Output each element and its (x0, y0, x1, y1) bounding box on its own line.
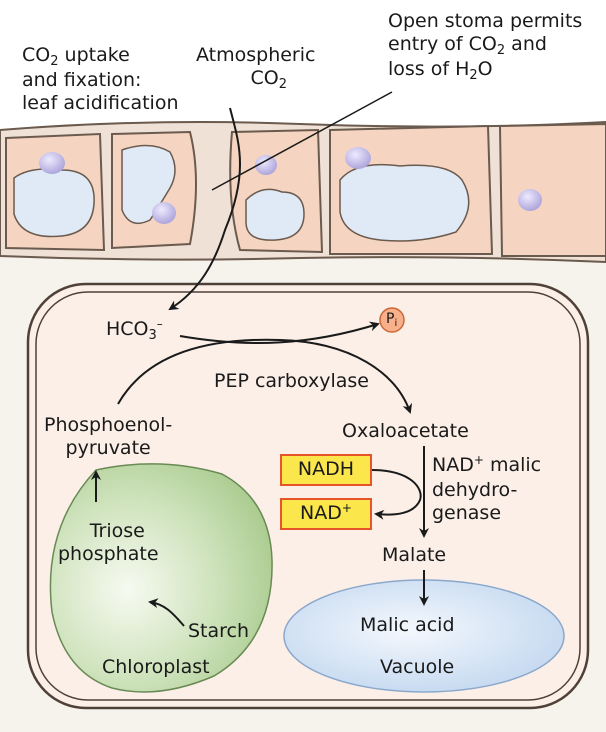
enzyme-line2: dehydro- (432, 479, 518, 501)
pep-carboxylase-arrow (117, 338, 413, 414)
nucleus (345, 147, 371, 169)
stoma-line2-rest: and (505, 33, 547, 55)
malic-acid-text: Malic acid (360, 614, 455, 636)
stoma-label: Open stoma permits entry of CO2 and loss… (388, 10, 582, 83)
pi-text: P (386, 311, 395, 327)
hco3-subscript: 3 (148, 328, 157, 343)
malic-acid-label: Malic acid (360, 614, 455, 637)
hco3-text: HCO (106, 318, 149, 340)
mesophyll-cell-inner (35, 291, 581, 701)
triose-phosphate-label: Triose phosphate (58, 520, 159, 566)
uptake-line2: and fixation: (22, 69, 142, 91)
atmospheric-text: Atmospheric (196, 44, 316, 66)
chloroplast-text: Chloroplast (102, 656, 210, 678)
epidermis-layer (0, 120, 606, 264)
atmospheric-label: Atmospheric CO2 (196, 44, 315, 92)
stoma-line3: loss of H (388, 58, 470, 80)
stoma-line2: entry of CO (388, 33, 497, 55)
atmospheric-co: CO (250, 67, 279, 89)
oxaloacetate-label: Oxaloacetate (342, 420, 469, 443)
atmospheric-co-subscript: 2 (278, 77, 287, 92)
malate-label: Malate (382, 544, 446, 567)
chloroplast-label: Chloroplast (102, 656, 210, 679)
starch-label: Starch (188, 620, 249, 643)
uptake-rest: uptake (58, 44, 130, 66)
nad-plus-text: NAD (300, 502, 342, 524)
epidermis-vacuole (339, 163, 470, 242)
pep-carboxylase-text: PEP carboxylase (214, 370, 369, 392)
nucleus (152, 202, 176, 224)
uptake-co-subscript: 2 (50, 54, 59, 69)
epidermis-vacuole (121, 144, 176, 225)
phosphoenolpyruvate-label: Phosphoenol- pyruvate (44, 414, 172, 460)
epidermis-vacuole (13, 168, 95, 238)
epidermis-vacuole (245, 188, 305, 241)
vacuole-text: Vacuole (380, 656, 455, 678)
malate-text: Malate (382, 544, 447, 566)
nucleus (39, 152, 65, 174)
bicarbonate-label: HCO3– (106, 317, 163, 343)
starch-to-triose-arrow (148, 598, 185, 627)
epidermis-cell (498, 122, 606, 257)
stoma-line1: Open stoma permits (388, 10, 583, 32)
starch-text: Starch (188, 620, 250, 642)
stoma-line3-rest: O (477, 58, 493, 80)
uptake-co: CO (22, 44, 51, 66)
stoma-pointer-line (211, 91, 393, 191)
uptake-label: CO2 uptake and fixation: leaf acidificat… (22, 44, 179, 115)
triose-line1: Triose (89, 520, 145, 542)
vacuole-label: Vacuole (380, 656, 454, 679)
pep-line1: Phosphoenol- (44, 414, 173, 436)
pi-circle (379, 307, 405, 333)
uptake-line3: leaf acidification (22, 92, 179, 114)
stoma-line2-subscript: 2 (496, 43, 506, 58)
nad-plus-superscript: + (341, 501, 352, 515)
nucleus (255, 155, 277, 175)
enzyme-nad: NAD (432, 454, 474, 476)
triose-line2: phosphate (58, 543, 159, 565)
nadh-text: NADH (297, 458, 355, 480)
nadh-to-nad-arrow (371, 469, 422, 520)
oxaloacetate-text: Oxaloacetate (342, 420, 469, 442)
enzyme-line3: genase (432, 502, 502, 524)
enzyme-line1-rest: malic (483, 454, 542, 476)
stoma-line3-subscript: 2 (469, 68, 478, 83)
nadh-box: NADH (280, 454, 372, 486)
pi-label: Pi (386, 308, 397, 332)
co2-entry-arrow (168, 107, 241, 311)
malic-dehydrogenase-label: NAD+ malic dehydro- genase (432, 453, 542, 525)
nad-plus-box: NAD+ (280, 498, 372, 530)
nucleus (518, 189, 542, 211)
hco3-to-pi-arrow (179, 321, 380, 345)
chloroplast (49, 463, 273, 693)
pi-subscript: i (394, 318, 398, 329)
hco3-superscript: – (156, 317, 163, 331)
pep-carboxylase-label: PEP carboxylase (214, 370, 369, 393)
pep-line2: pyruvate (65, 437, 151, 459)
enzyme-nad-superscript: + (473, 453, 484, 467)
